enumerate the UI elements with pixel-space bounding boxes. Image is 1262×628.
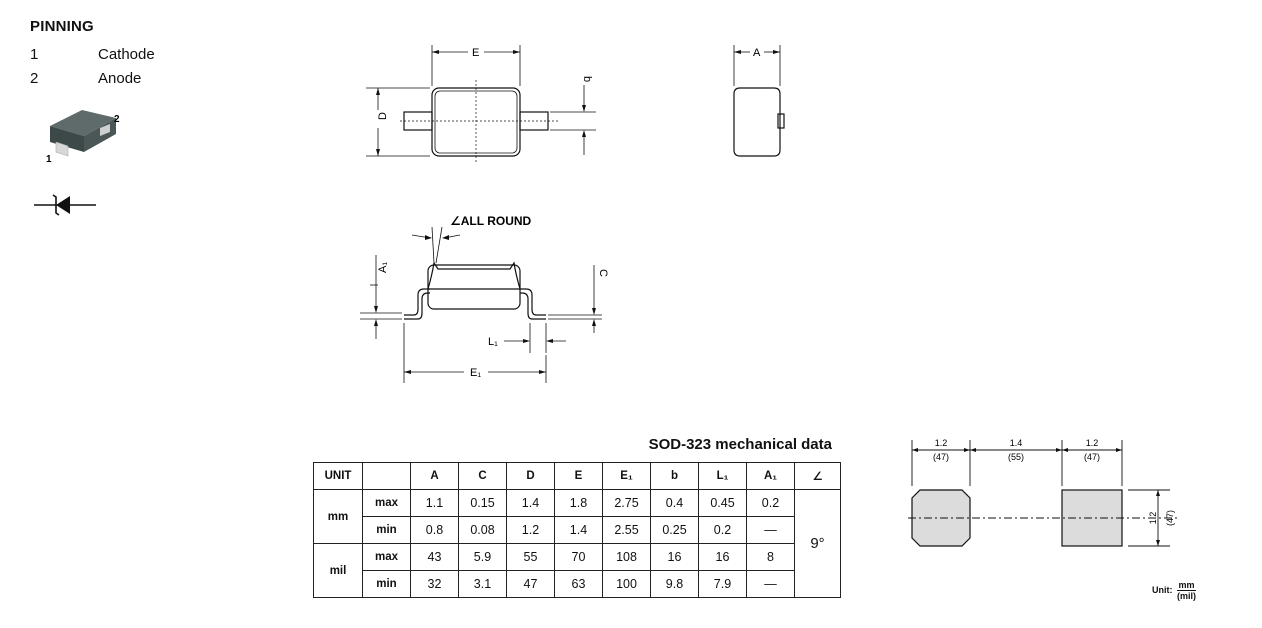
table-header-cell: E₁: [602, 462, 651, 490]
unit-numerator: mm: [1177, 580, 1197, 591]
table-header-cell: ∠: [794, 462, 841, 490]
dim-D-label: D: [377, 112, 389, 120]
table-cell: 43: [410, 543, 459, 571]
table-cell: 100: [602, 570, 651, 598]
dim-C-label: C: [597, 269, 609, 277]
pin-2-name: Anode: [98, 70, 142, 87]
table-row: mil max 43 5.9 55 70 108 16 16 8: [313, 543, 841, 598]
table-cell: 32: [410, 570, 459, 598]
all-round-label: ∠ALL ROUND: [450, 214, 532, 228]
row-label: min: [362, 570, 411, 598]
footprint-dim-3-mm: 1.2: [1086, 438, 1099, 448]
table-header-cell: A₁: [746, 462, 795, 490]
dim-b-label: b: [581, 76, 593, 82]
pin-1-name: Cathode: [98, 46, 155, 63]
table-header-cell: L₁: [698, 462, 747, 490]
package-pin-1-label: 1: [46, 154, 52, 165]
unit-cell: mm: [313, 489, 363, 544]
unit-cell: mil: [313, 543, 363, 598]
dim-L1-label: L₁: [488, 336, 498, 348]
pinning-title: PINNING: [30, 18, 94, 35]
table-cell: 3.1: [458, 570, 507, 598]
table-cell: 70: [554, 543, 603, 571]
table-cell: 63: [554, 570, 603, 598]
table-header-cell: C: [458, 462, 507, 490]
front-view-drawing: ∠ALL ROUND A₁ C L₁ E₁: [360, 214, 609, 383]
angle-cell: 9°: [794, 489, 841, 598]
table-cell: 0.15: [458, 489, 507, 517]
table-cell: 108: [602, 543, 651, 571]
table-cell: 1.1: [410, 489, 459, 517]
table-cell: 0.2: [698, 516, 747, 544]
table-header-cell: D: [506, 462, 555, 490]
package-image: 2 1: [46, 110, 120, 165]
dim-E1-label: E₁: [470, 367, 481, 379]
table-cell: —: [746, 516, 795, 544]
table-row: min 32 3.1 47 63 100 9.8 7.9 —: [314, 570, 841, 598]
table-cell: 0.08: [458, 516, 507, 544]
table-header-cell: UNIT: [313, 462, 363, 490]
pin-1-number: 1: [30, 46, 39, 63]
dim-E-label: E: [472, 47, 479, 59]
table-cell: 0.4: [650, 489, 699, 517]
table-cell: 16: [650, 543, 699, 571]
footprint-dim-2-mm: 1.4: [1010, 438, 1023, 448]
package-pin-2-label: 2: [114, 114, 120, 125]
dim-A1-label: A₁: [377, 262, 389, 273]
row-label: min: [362, 516, 411, 544]
unit-note: Unit: mm (mil): [1152, 580, 1197, 601]
table-cell: 9.8: [650, 570, 699, 598]
table-row: min 0.8 0.08 1.2 1.4 2.55 0.25 0.2 —: [314, 516, 841, 544]
top-view-drawing: E D b: [366, 45, 596, 162]
table-cell: 0.2: [746, 489, 795, 517]
footprint-dim-1-mil: (47): [933, 452, 949, 462]
mechanical-data-table: UNIT A C D E E₁ b L₁ A₁ ∠ mm max 1.1 0.1…: [313, 462, 841, 598]
table-cell: 8: [746, 543, 795, 571]
table-header-cell: A: [410, 462, 459, 490]
table-row: mm max 1.1 0.15 1.4 1.8 2.75 0.4 0.45 0.…: [313, 489, 841, 598]
footprint-dim-2-mil: (55): [1008, 452, 1024, 462]
table-cell: 0.8: [410, 516, 459, 544]
side-view-drawing: A: [733, 45, 785, 157]
footprint-height-mm: 1.2: [1148, 512, 1158, 525]
table-cell: 1.4: [554, 516, 603, 544]
unit-label: Unit:: [1152, 584, 1173, 595]
table-header-cell: E: [554, 462, 603, 490]
table-cell: 1.4: [506, 489, 555, 517]
row-label: max: [362, 543, 411, 571]
dim-A-label: A: [753, 47, 761, 59]
table-cell: 0.25: [650, 516, 699, 544]
zener-diode-symbol-icon: [34, 194, 96, 216]
table-cell: —: [746, 570, 795, 598]
table-cell: 1.2: [506, 516, 555, 544]
table-cell: 2.75: [602, 489, 651, 517]
table-cell: 5.9: [458, 543, 507, 571]
table-title: SOD-323 mechanical data: [648, 436, 832, 453]
unit-denominator: (mil): [1177, 591, 1197, 601]
table-header-cell: b: [650, 462, 699, 490]
pin-2-number: 2: [30, 70, 39, 87]
table-cell: 47: [506, 570, 555, 598]
footprint-height-mil: (47): [1165, 510, 1175, 526]
table-cell: 0.45: [698, 489, 747, 517]
table-cell: 55: [506, 543, 555, 571]
table-header-row: UNIT A C D E E₁ b L₁ A₁ ∠: [313, 462, 841, 490]
row-label: max: [362, 489, 411, 517]
table-cell: 2.55: [602, 516, 651, 544]
footprint-dim-3-mil: (47): [1084, 452, 1100, 462]
table-cell: 7.9: [698, 570, 747, 598]
table-header-cell: [362, 462, 411, 490]
footprint-drawing: 1.2 (47) 1.4 (55) 1.2 (47) 1.2 (47): [908, 438, 1180, 547]
table-cell: 1.8: [554, 489, 603, 517]
table-cell: 16: [698, 543, 747, 571]
footprint-dim-1-mm: 1.2: [935, 438, 948, 448]
